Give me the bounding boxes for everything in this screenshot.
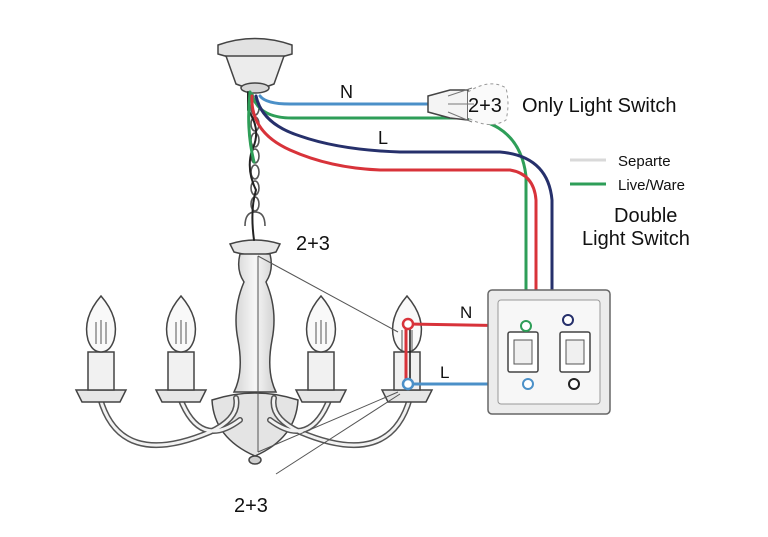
label-only-switch: Only Light Switch — [522, 95, 677, 117]
switch-terminal-4 — [568, 378, 580, 390]
candle-bulb-1 — [74, 294, 128, 403]
junction-connector — [427, 83, 509, 125]
candle-bulb-2 — [154, 294, 208, 403]
candle-bulb-3 — [294, 294, 348, 403]
legend-label-0: Separte — [618, 153, 671, 170]
pointer-lines — [257, 255, 401, 475]
switch-terminal-1 — [520, 320, 532, 332]
label-chandelier-count-top: 2+3 — [296, 233, 330, 255]
legend-label-1: Live/Ware — [618, 177, 685, 194]
candle-terminal-neutral — [401, 377, 415, 391]
ceiling-rose — [217, 37, 293, 94]
candle-terminal-live — [401, 317, 415, 331]
label-live-switch: L — [440, 363, 449, 382]
double-light-switch — [487, 289, 611, 415]
label-live-top: L — [378, 128, 388, 148]
label-double-switch-line1: Double — [614, 205, 677, 227]
ground-wire — [247, 91, 258, 241]
label-junction-count: 2+3 — [468, 95, 502, 117]
label-chandelier-count-bottom: 2+3 — [234, 495, 268, 517]
label-double-switch-line2: Light Switch — [582, 228, 690, 250]
label-neutral-top: N — [340, 82, 353, 102]
legend: Separte Live/Ware — [570, 153, 685, 194]
switch-terminal-3 — [522, 378, 534, 390]
switch-terminal-2 — [562, 314, 574, 326]
neutral-wire-top — [258, 94, 430, 106]
live-wire-navy — [254, 94, 570, 322]
chandelier — [74, 239, 434, 465]
label-neutral-switch: N — [460, 303, 472, 322]
